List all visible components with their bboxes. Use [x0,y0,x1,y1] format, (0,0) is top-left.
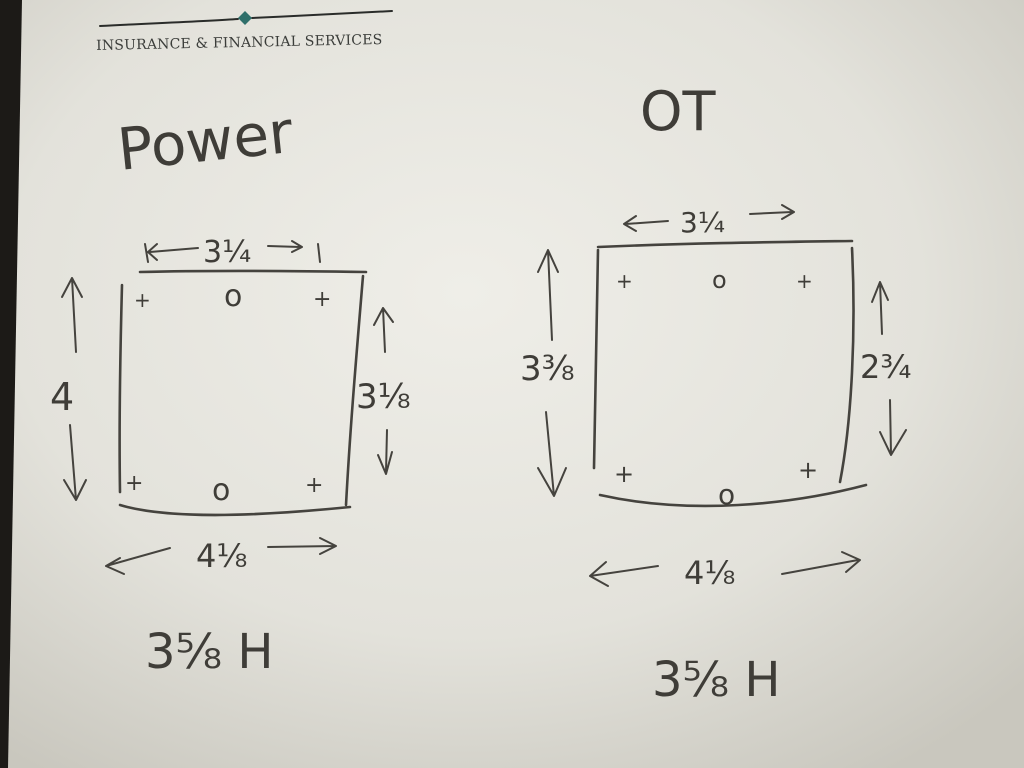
left-mark-top-left: + [134,288,151,312]
left-mark-bottom-right: + [305,473,323,498]
right-top-width-label: 3¼ [680,206,725,239]
left-depth-note: 3⅝ H [145,624,273,680]
left-height-arrow-up [61,277,83,353]
left-top-arrow-right [267,240,321,263]
left-box-right-edge [344,274,365,507]
right-right-arrow-up [871,281,889,335]
right-height-arrow-up [373,307,394,353]
right-depth-note: 3⅝ H [652,652,780,708]
right-mark-bottom-left: + [614,460,634,488]
right-left-arrow-down [537,411,567,497]
left-box-bottom-edge [118,503,352,517]
right-sketch: OT 3¼ 3⅜ 2¾ 4⅛ 3⅝ H + o + + o + [520,80,911,708]
right-height-arrow-down [377,429,393,475]
right-box-bottom-edge [598,483,868,508]
left-bottom-width-label: 4⅛ [196,537,247,575]
right-left-arrow-up [537,249,559,341]
right-right-arrow-down [879,399,907,456]
left-top-width-label: 3¼ [203,235,251,270]
left-bottom-arrow-right [267,537,337,555]
right-top-arrow-left [623,215,669,232]
right-mark-top-left: + [616,269,633,293]
left-top-arrow-left [144,243,199,263]
right-right-height-label: 2¾ [860,348,911,386]
diamond-icon [238,11,252,25]
right-bottom-arrow-right [781,551,861,575]
left-mark-bottom-left: + [125,471,143,496]
left-mark-top-right: + [313,287,331,312]
paper-surface [8,0,1024,768]
left-mark-top-middle: o [224,279,242,314]
right-mark-bottom-middle: o [718,478,735,511]
left-box-top-edge [138,269,368,274]
right-bottom-width-label: 4⅛ [684,554,735,592]
left-bottom-arrow-left [105,547,171,575]
right-bottom-arrow-left [589,561,659,587]
right-box-left-edge [592,248,600,470]
right-mark-bottom-right: + [798,456,818,484]
left-height-label: 4 [50,375,74,419]
right-left-height-label: 3⅜ [520,349,575,389]
left-height-arrow-down [63,424,87,501]
left-mark-bottom-middle: o [212,473,230,508]
right-height-label: 3⅛ [356,377,411,417]
right-mark-top-middle: o [712,266,727,294]
right-box-top-edge [596,239,854,249]
right-top-arrow-right [749,204,795,220]
right-box-right-edge [838,246,855,484]
right-mark-top-right: + [796,269,813,293]
right-sketch-title: OT [640,80,717,143]
left-box-left-edge [118,283,124,494]
letterhead-rule [99,10,393,27]
